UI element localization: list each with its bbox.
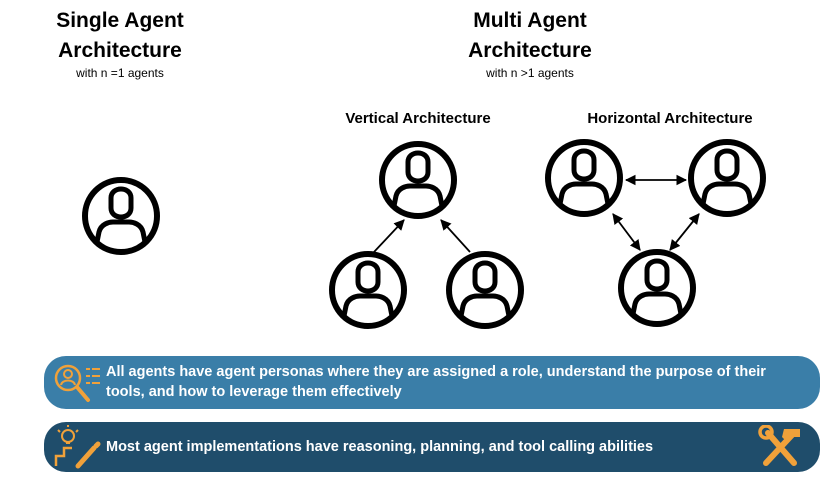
- vertical-left-arrow: [373, 219, 405, 253]
- single-agent-title-line2: Architecture: [58, 39, 182, 62]
- horizontal-right-arrow: [669, 213, 700, 251]
- vertical-right-arrow: [440, 219, 471, 253]
- vertical-architecture-label: Vertical Architecture: [345, 110, 491, 127]
- vertical-top-agent-icon: [382, 144, 454, 216]
- horizontal-bottom-agent-icon: [621, 252, 693, 324]
- horizontal-architecture-label: Horizontal Architecture: [587, 110, 753, 127]
- hammer-wrench-icon: [758, 425, 800, 466]
- single-agent-icon: [85, 180, 157, 252]
- multi-agent-title-line1: Multi Agent: [473, 9, 587, 32]
- persona-banner-text: All agents have agent personas where the…: [106, 364, 766, 400]
- multi-agent-title-line2: Architecture: [468, 39, 592, 62]
- persona-banner: All agents have agent personas where the…: [44, 356, 820, 409]
- multi-agent-title: Multi Agent Architecture: [440, 6, 620, 66]
- horizontal-right-agent-icon: [691, 142, 763, 214]
- single-agent-subtitle: with n =1 agents: [76, 66, 164, 80]
- horizontal-left-agent-icon: [548, 142, 620, 214]
- single-agent-title: Single Agent Architecture: [40, 6, 200, 66]
- horizontal-left-arrow: [612, 213, 641, 251]
- vertical-right-agent-icon: [449, 254, 521, 326]
- abilities-banner: Most agent implementations have reasonin…: [44, 422, 820, 472]
- lightbulb-pencil-icon: [54, 425, 101, 469]
- vertical-left-agent-icon: [332, 254, 404, 326]
- multi-agent-subtitle: with n >1 agents: [486, 66, 574, 80]
- persona-search-icon: [54, 364, 100, 402]
- abilities-banner-text: Most agent implementations have reasonin…: [106, 439, 654, 455]
- single-agent-title-line1: Single Agent: [56, 9, 184, 32]
